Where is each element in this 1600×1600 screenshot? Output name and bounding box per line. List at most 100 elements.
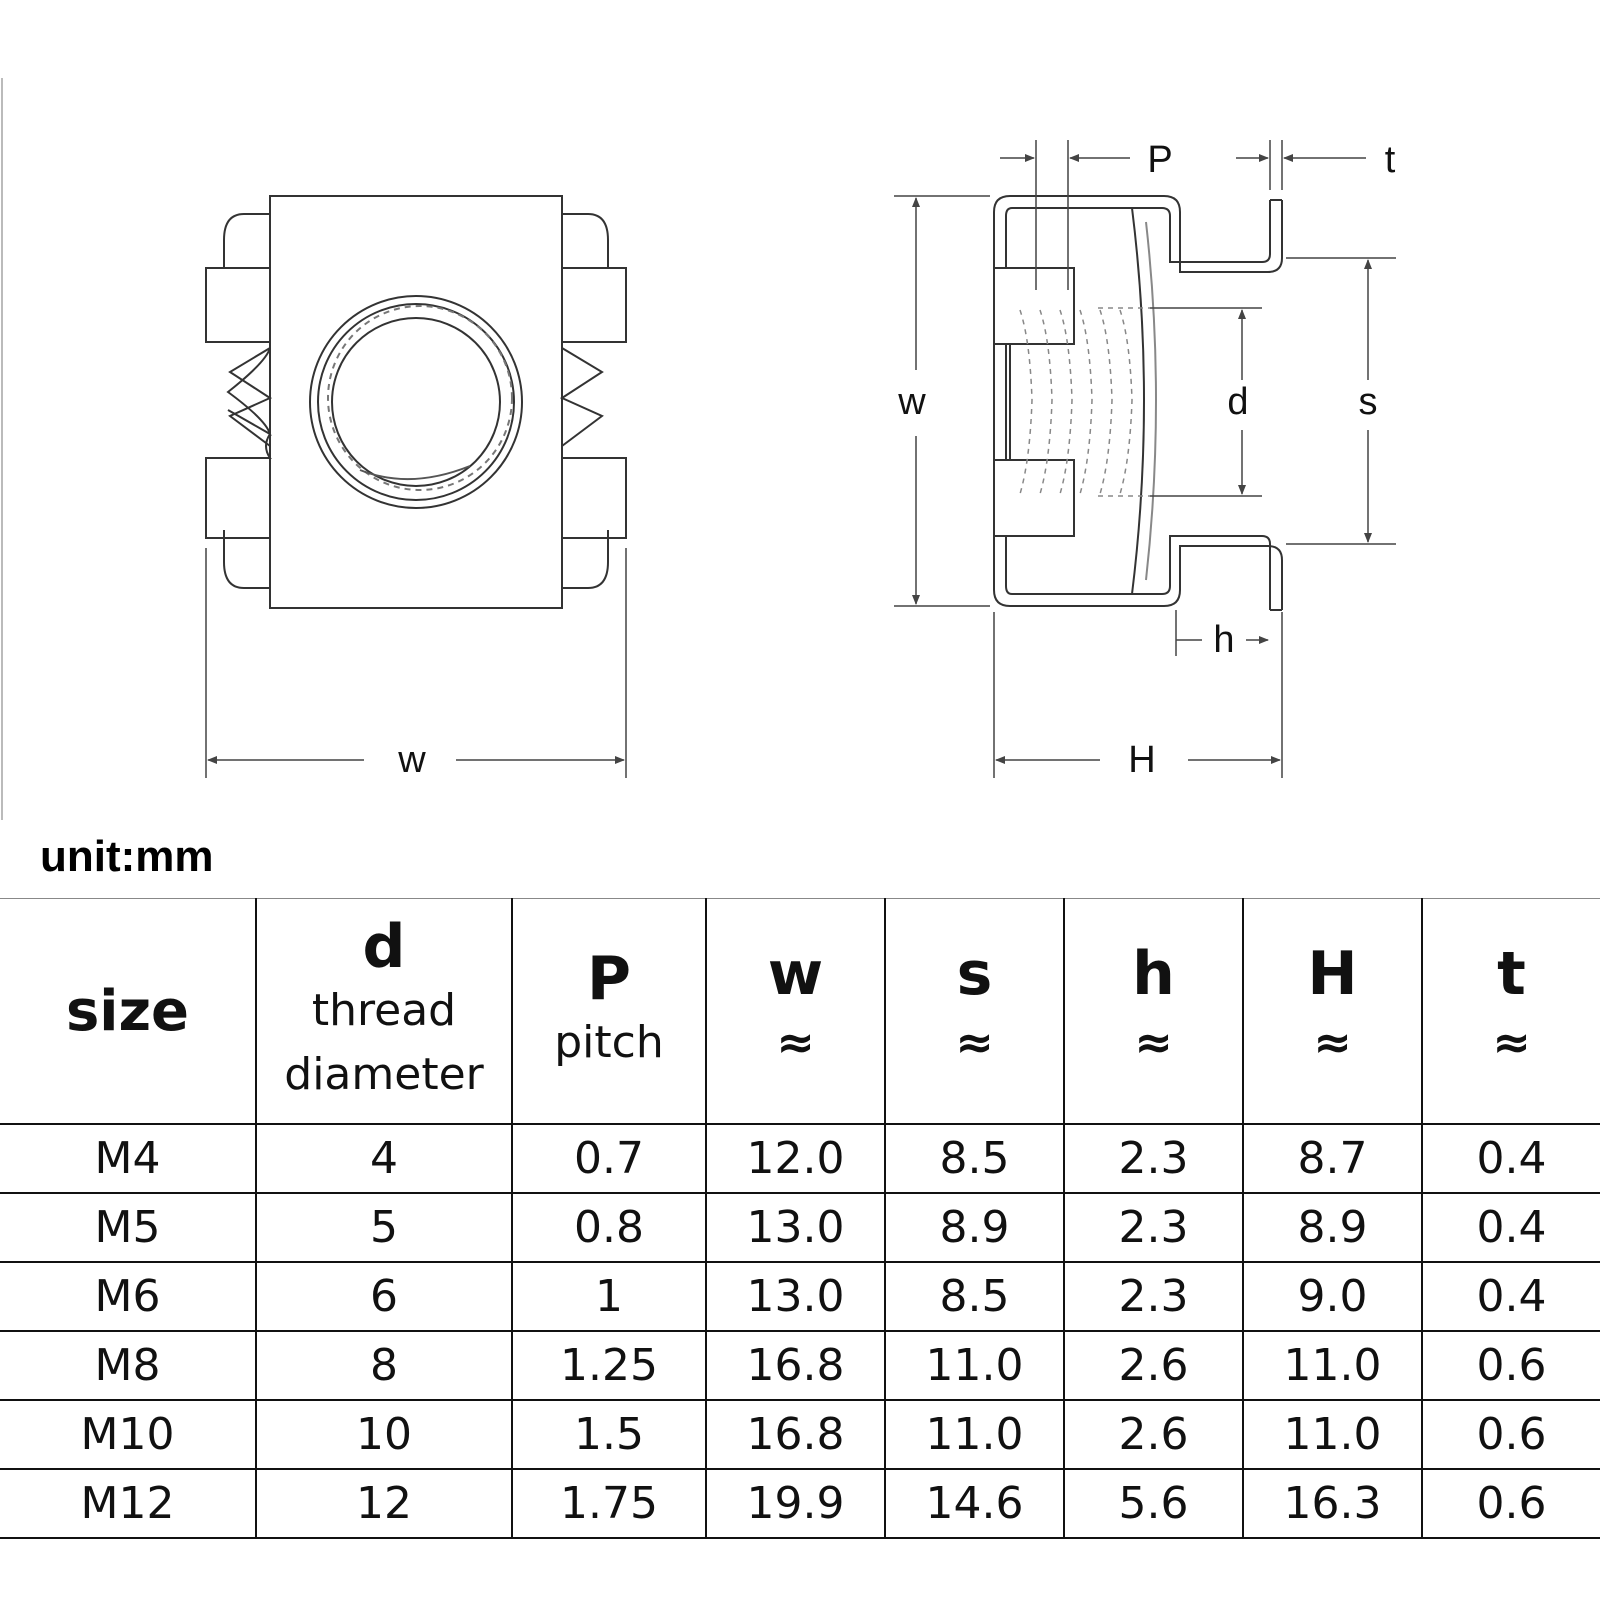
right-spring-top <box>562 213 609 268</box>
front-width-dimension <box>205 548 627 778</box>
header-H: H ≈ <box>1242 898 1423 1125</box>
right-tab-profile <box>562 267 627 539</box>
header-H-symbol: H <box>1307 938 1358 1009</box>
spec-table: size d thread diameter P pitch w ≈ s ≈ h… <box>0 898 1600 1539</box>
nut-block-bottom <box>993 459 1075 537</box>
cell-w: 19.9 <box>705 1468 886 1539</box>
nut-block-top <box>993 267 1075 345</box>
table-row: M6 6 1 13.0 8.5 2.3 9.0 0.4 <box>0 1261 1600 1332</box>
flange-label: h <box>1213 619 1234 661</box>
cell-t: 0.4 <box>1421 1261 1600 1332</box>
header-t-approx: ≈ <box>1492 1014 1531 1069</box>
cell-size: M12 <box>0 1468 257 1539</box>
cell-t: 0.6 <box>1421 1330 1600 1401</box>
side-view <box>993 195 1283 611</box>
cell-p: 0.7 <box>511 1123 707 1194</box>
cell-d: 8 <box>255 1330 513 1401</box>
diameter-label: d <box>1227 381 1248 423</box>
header-row: size d thread diameter P pitch w ≈ s ≈ h… <box>0 898 1600 1125</box>
cell-h: 5.6 <box>1063 1468 1244 1539</box>
outer-boss-inner <box>317 303 515 501</box>
barrel-right-edge <box>1131 207 1145 595</box>
cell-s: 8.5 <box>884 1123 1065 1194</box>
table-row: M4 4 0.7 12.0 8.5 2.3 8.7 0.4 <box>0 1123 1600 1194</box>
cell-p: 1.5 <box>511 1399 707 1470</box>
cell-w: 16.8 <box>705 1399 886 1470</box>
cell-h: 2.6 <box>1063 1399 1244 1470</box>
front-body <box>269 195 563 609</box>
cell-size: M8 <box>0 1330 257 1401</box>
cell-s: 11.0 <box>884 1330 1065 1401</box>
front-view <box>205 195 627 609</box>
header-w: w ≈ <box>705 898 886 1125</box>
left-spring-bottom <box>223 530 270 589</box>
front-width-label: w <box>397 739 426 781</box>
cell-t: 0.4 <box>1421 1123 1600 1194</box>
cage-nut-drawing: w <box>1 78 1396 820</box>
header-h-symbol: h <box>1132 938 1175 1009</box>
header-d-line1: thread <box>311 984 457 1036</box>
cell-H: 8.9 <box>1242 1192 1423 1263</box>
pitch-label: P <box>1147 139 1172 181</box>
header-size-label: size <box>65 978 190 1044</box>
cell-size: M4 <box>0 1123 257 1194</box>
table-row: M12 12 1.75 19.9 14.6 5.6 16.3 0.6 <box>0 1468 1600 1539</box>
header-h: h ≈ <box>1063 898 1244 1125</box>
header-d-symbol: d <box>362 911 406 982</box>
cell-w: 13.0 <box>705 1192 886 1263</box>
cell-H: 16.3 <box>1242 1468 1423 1539</box>
header-s: s ≈ <box>884 898 1065 1125</box>
cell-s: 8.5 <box>884 1261 1065 1332</box>
cell-w: 16.8 <box>705 1330 886 1401</box>
cell-t: 0.6 <box>1421 1468 1600 1539</box>
cell-H: 11.0 <box>1242 1399 1423 1470</box>
cell-h: 2.3 <box>1063 1123 1244 1194</box>
header-p-symbol: P <box>587 943 631 1014</box>
thread-hidden-lines <box>1019 307 1150 497</box>
cell-d: 5 <box>255 1192 513 1263</box>
cell-t: 0.4 <box>1421 1192 1600 1263</box>
outer-boss <box>309 295 523 509</box>
cell-d: 4 <box>255 1123 513 1194</box>
side-dimensions <box>894 140 1396 778</box>
table-row: M8 8 1.25 16.8 11.0 2.6 11.0 0.6 <box>0 1330 1600 1401</box>
header-h-approx: ≈ <box>1134 1014 1173 1069</box>
cell-size: M6 <box>0 1261 257 1332</box>
header-p: P pitch <box>511 898 707 1125</box>
cell-s: 8.9 <box>884 1192 1065 1263</box>
cell-H: 9.0 <box>1242 1261 1423 1332</box>
header-s-approx: ≈ <box>955 1014 994 1069</box>
cell-p: 0.8 <box>511 1192 707 1263</box>
clip-outer <box>993 195 1283 610</box>
cell-p: 1.25 <box>511 1330 707 1401</box>
cell-h: 2.3 <box>1063 1192 1244 1263</box>
thread-hidden <box>327 305 513 491</box>
right-spring-bottom <box>562 530 609 589</box>
header-w-symbol: w <box>767 938 824 1009</box>
unit-label: unit:mm <box>40 832 214 881</box>
header-t: t ≈ <box>1421 898 1600 1125</box>
header-H-approx: ≈ <box>1313 1014 1352 1069</box>
left-spring-top <box>223 213 270 268</box>
table-row: M10 10 1.5 16.8 11.0 2.6 11.0 0.6 <box>0 1399 1600 1470</box>
table-row: M5 5 0.8 13.0 8.9 2.3 8.9 0.4 <box>0 1192 1600 1263</box>
cell-size: M5 <box>0 1192 257 1263</box>
cell-d: 10 <box>255 1399 513 1470</box>
cell-H: 11.0 <box>1242 1330 1423 1401</box>
cell-w: 13.0 <box>705 1261 886 1332</box>
header-d: d thread diameter <box>255 898 513 1125</box>
header-w-approx: ≈ <box>776 1014 815 1069</box>
cell-h: 2.3 <box>1063 1261 1244 1332</box>
cell-size: M10 <box>0 1399 257 1470</box>
thread-hole <box>331 317 501 487</box>
cell-d: 6 <box>255 1261 513 1332</box>
header-t-symbol: t <box>1497 938 1526 1009</box>
height-label: H <box>1128 739 1155 781</box>
header-s-symbol: s <box>956 938 993 1009</box>
cell-p: 1 <box>511 1261 707 1332</box>
cell-h: 2.6 <box>1063 1330 1244 1401</box>
cell-d: 12 <box>255 1468 513 1539</box>
thickness-label: t <box>1385 139 1396 181</box>
cell-s: 11.0 <box>884 1399 1065 1470</box>
span-label: s <box>1359 381 1378 423</box>
